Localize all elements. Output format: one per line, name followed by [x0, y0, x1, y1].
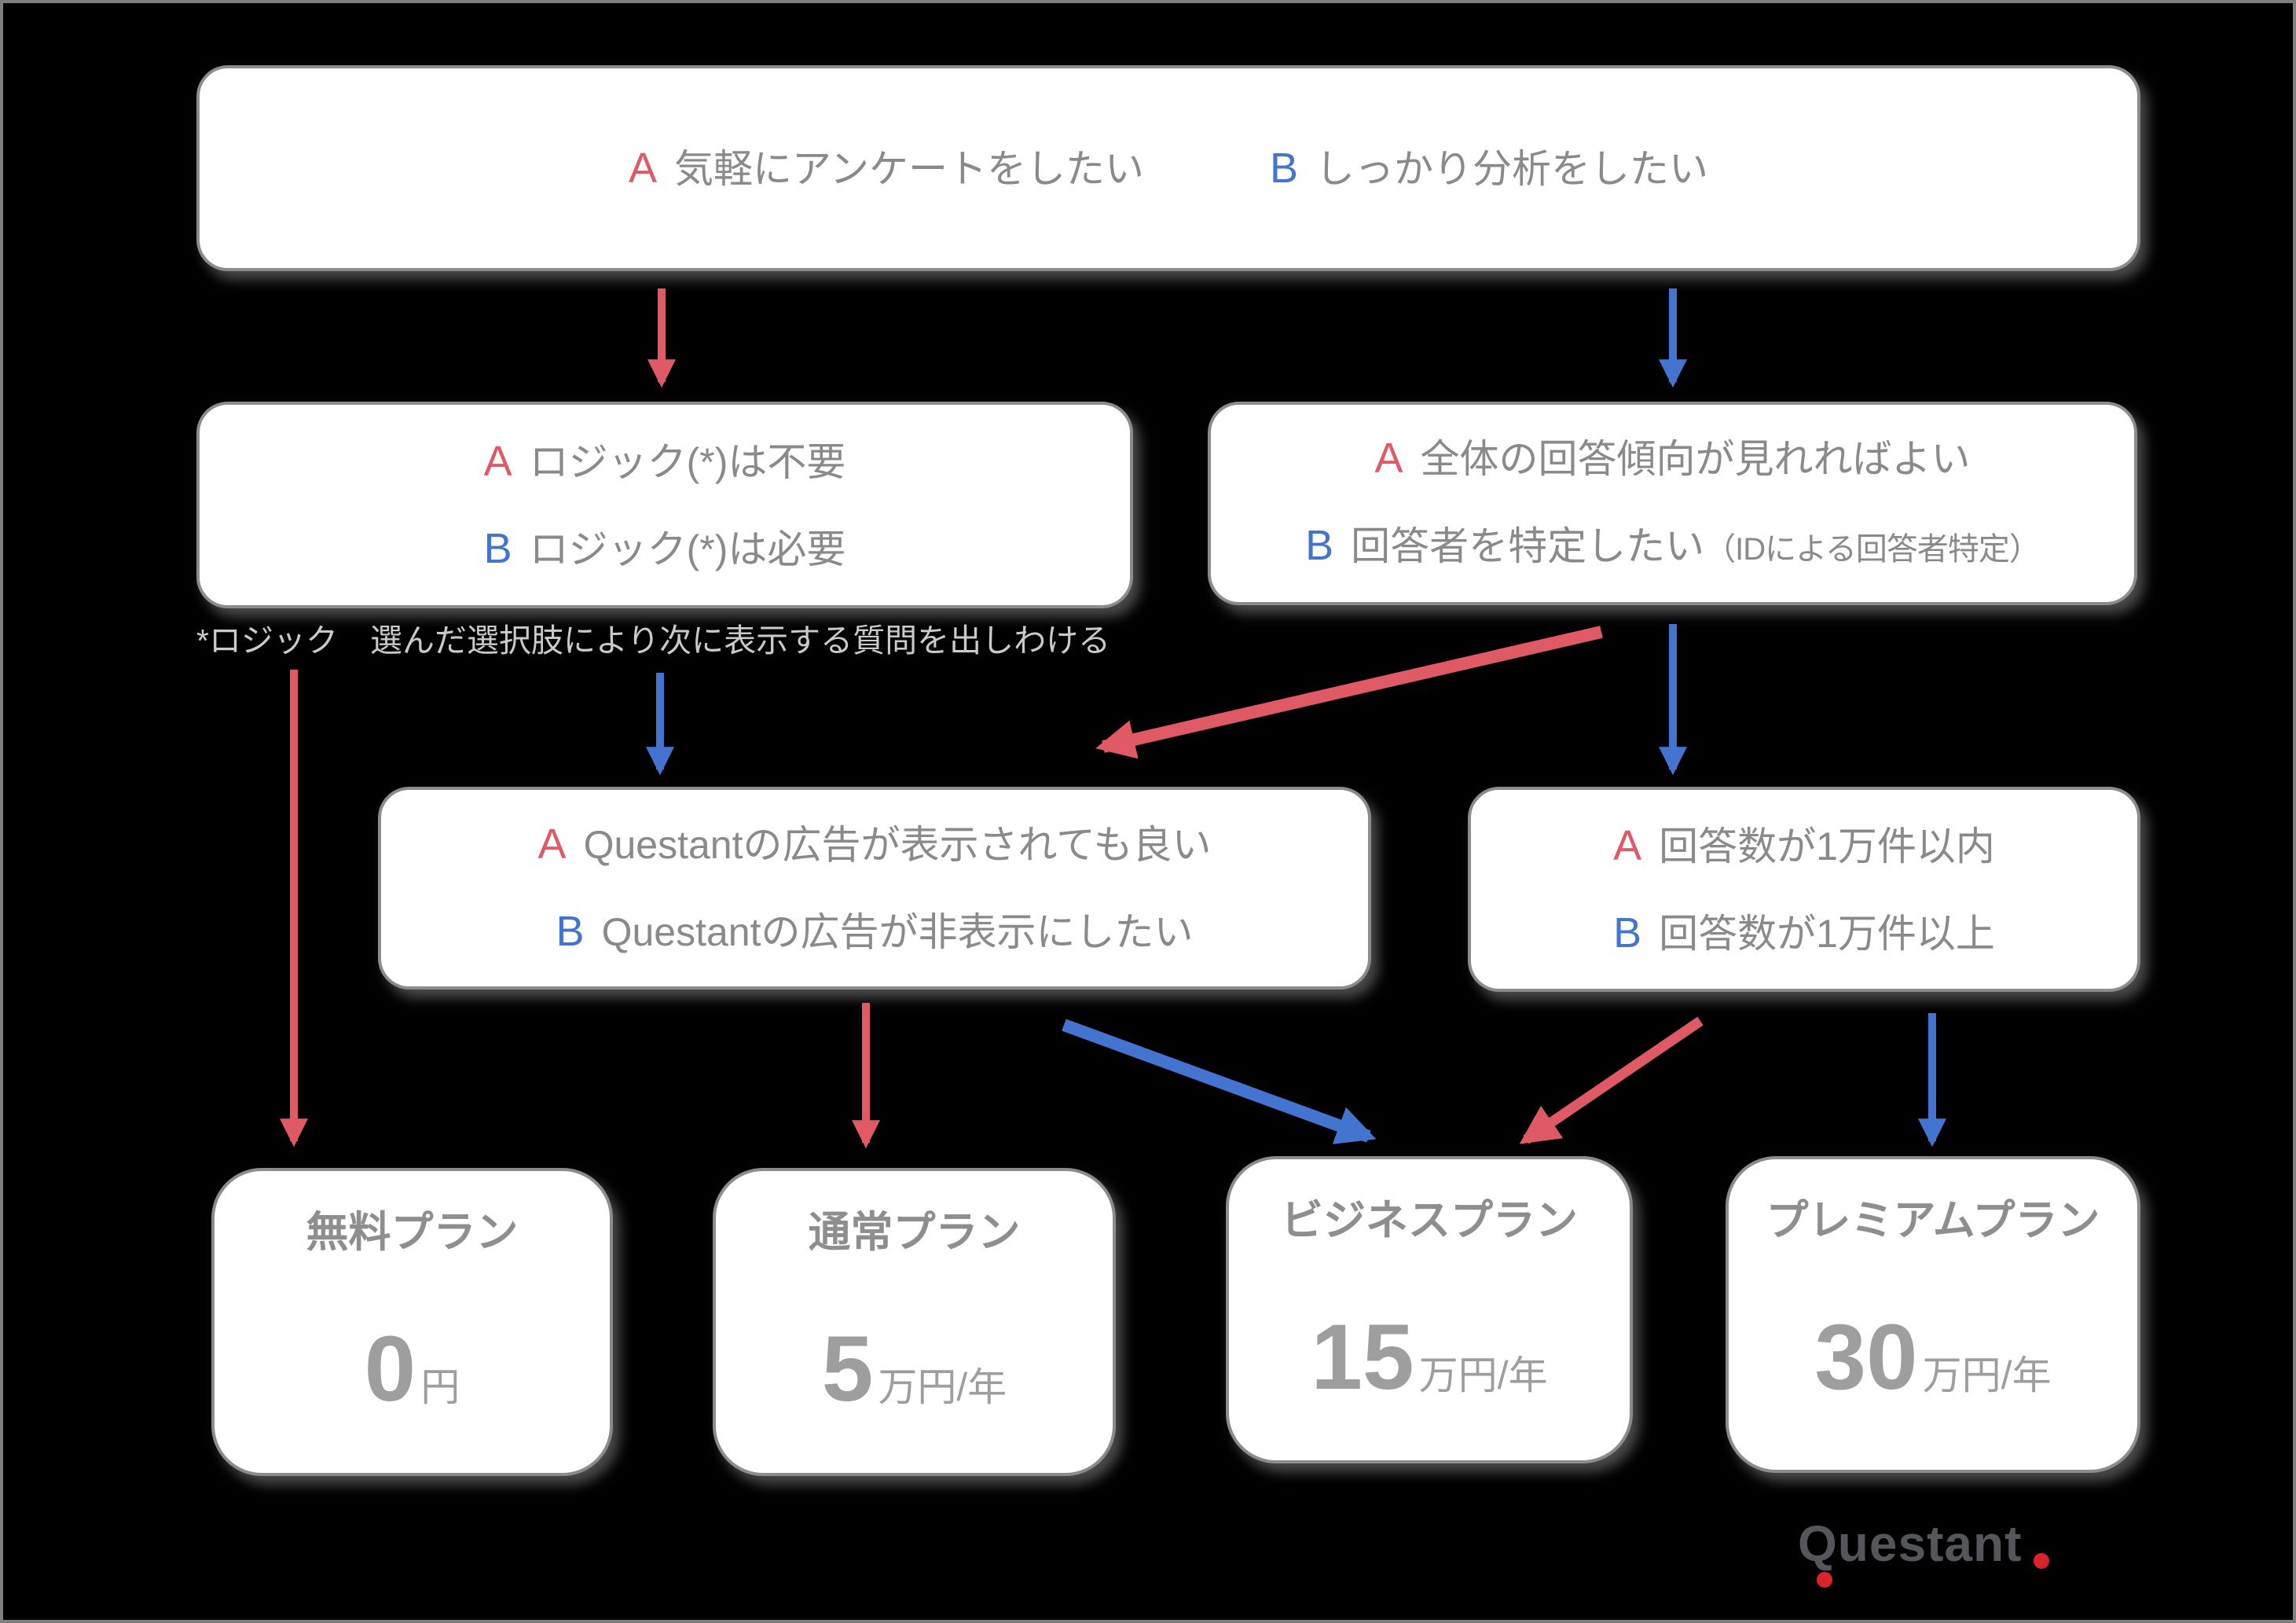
questant-logo: Questant — [1798, 1515, 2081, 1606]
analysis-option-b: B 回答者を特定したい （IDによる回答者特定） — [1305, 521, 2041, 572]
arrow-analysis-a-to-ads — [1095, 626, 1603, 759]
option-key-b: B — [556, 908, 585, 955]
option-text: 回答者を特定したい — [1351, 523, 1705, 568]
option-key-b: B — [1270, 144, 1299, 192]
logo-red-dot-under-q-icon — [1817, 1572, 1832, 1588]
plan-name: プレミアムプラン — [1766, 1197, 2100, 1244]
option-text: 回答数が1万件以上 — [1659, 911, 1995, 956]
option-key-b: B — [483, 524, 512, 572]
analysis-options: A 全体の回答傾向が見れればよい B 回答者を特定したい （IDによる回答者特定… — [1305, 435, 2041, 572]
option-text: ロジック(*)は不要 — [529, 439, 846, 484]
node-responses-question: A 回答数が1万件以内 B 回答数が1万件以上 — [1468, 787, 2140, 992]
option-key-a: A — [1374, 434, 1403, 482]
plan-price: 30 万円/年 — [1814, 1310, 2051, 1405]
option-key-b: B — [1613, 909, 1642, 957]
logic-option-a: A ロジック(*)は不要 — [484, 439, 846, 485]
option-text: しっかり分析をしたい — [1315, 146, 1709, 191]
ads-option-a: A Questantの広告が表示されても良い — [538, 821, 1212, 868]
plan-price: 15 万円/年 — [1311, 1310, 1547, 1405]
plan-amount: 15 — [1311, 1305, 1414, 1409]
plan-unit: 円 — [420, 1365, 460, 1409]
plan-name: 通常プラン — [808, 1209, 1021, 1256]
flow-arrows — [280, 288, 1946, 1149]
arrow-responses-a-to-plan-business — [1519, 1016, 1704, 1144]
plan-name: ビジネスプラン — [1281, 1197, 1578, 1244]
plan-unit: 万円/年 — [1922, 1353, 2052, 1397]
logic-option-b: B ロジック(*)は必要 — [484, 526, 846, 572]
plan-unit: 万円/年 — [878, 1365, 1007, 1409]
plan-amount: 0 — [364, 1317, 416, 1421]
plan-name: 無料プラン — [306, 1209, 519, 1256]
plan-unit: 万円/年 — [1418, 1353, 1548, 1397]
responses-options: A 回答数が1万件以内 B 回答数が1万件以上 — [1613, 823, 1995, 957]
plan-amount: 30 — [1814, 1305, 1918, 1409]
plan-card-standard: 通常プラン 5 万円/年 — [713, 1168, 1116, 1476]
option-text: 回答数が1万件以内 — [1659, 824, 1995, 868]
option-text: ロジック(*)は必要 — [529, 527, 846, 571]
option-text: 気軽にアンケートをしたい — [674, 146, 1144, 191]
option-key-a: A — [483, 437, 512, 485]
option-text: Questantの広告が非表示にしたい — [601, 910, 1194, 954]
start-option-b: B しっかり分析をしたい — [1270, 145, 1708, 192]
option-key-a: A — [537, 821, 567, 868]
ads-options: A Questantの広告が表示されても良い B Questantの広告が非表示… — [538, 821, 1212, 955]
plan-card-business: ビジネスプラン 15 万円/年 — [1226, 1156, 1633, 1463]
option-key-a: A — [1613, 821, 1642, 869]
logo-red-dot-after-t-icon — [2034, 1553, 2049, 1569]
node-logic-question: A ロジック(*)は不要 B ロジック(*)は必要 — [196, 402, 1133, 608]
option-key-b: B — [1305, 521, 1334, 569]
logic-options: A ロジック(*)は不要 B ロジック(*)は必要 — [484, 439, 846, 572]
node-ads-question: A Questantの広告が表示されても良い B Questantの広告が非表示… — [378, 787, 1371, 990]
plan-amount: 5 — [821, 1317, 874, 1421]
node-start-question: A 気軽にアンケートをしたい B しっかり分析をしたい — [196, 65, 2140, 271]
option-text: Questantの広告が表示されても良い — [583, 823, 1212, 867]
option-text: 全体の回答傾向が見れればよい — [1420, 436, 1971, 481]
arrow-ads-b-to-plan-business — [1062, 1019, 1377, 1144]
option-note: （IDによる回答者特定） — [1704, 531, 2041, 567]
plan-card-free: 無料プラン 0 円 — [211, 1168, 613, 1476]
questant-logo-wordmark: Questant — [1798, 1515, 2023, 1572]
responses-option-a: A 回答数が1万件以内 — [1613, 823, 1995, 869]
ads-option-b: B Questantの広告が非表示にしたい — [556, 909, 1194, 955]
start-options-row: A 気軽にアンケートをしたい B しっかり分析をしたい — [629, 145, 1708, 192]
start-option-a: A 気軽にアンケートをしたい — [629, 145, 1144, 192]
plan-card-premium: プレミアムプラン 30 万円/年 — [1726, 1156, 2140, 1473]
logic-footnote: *ロジック 選んだ選択肢により次に表示する質問を出しわける — [196, 622, 1111, 659]
responses-option-b: B 回答数が1万件以上 — [1613, 910, 1995, 957]
analysis-option-a: A 全体の回答傾向が見れればよい — [1374, 435, 1970, 482]
plan-price: 5 万円/年 — [822, 1322, 1007, 1416]
plan-price: 0 円 — [365, 1322, 460, 1416]
node-analysis-question: A 全体の回答傾向が見れればよい B 回答者を特定したい （IDによる回答者特定… — [1208, 402, 2137, 605]
option-key-a: A — [628, 144, 657, 192]
